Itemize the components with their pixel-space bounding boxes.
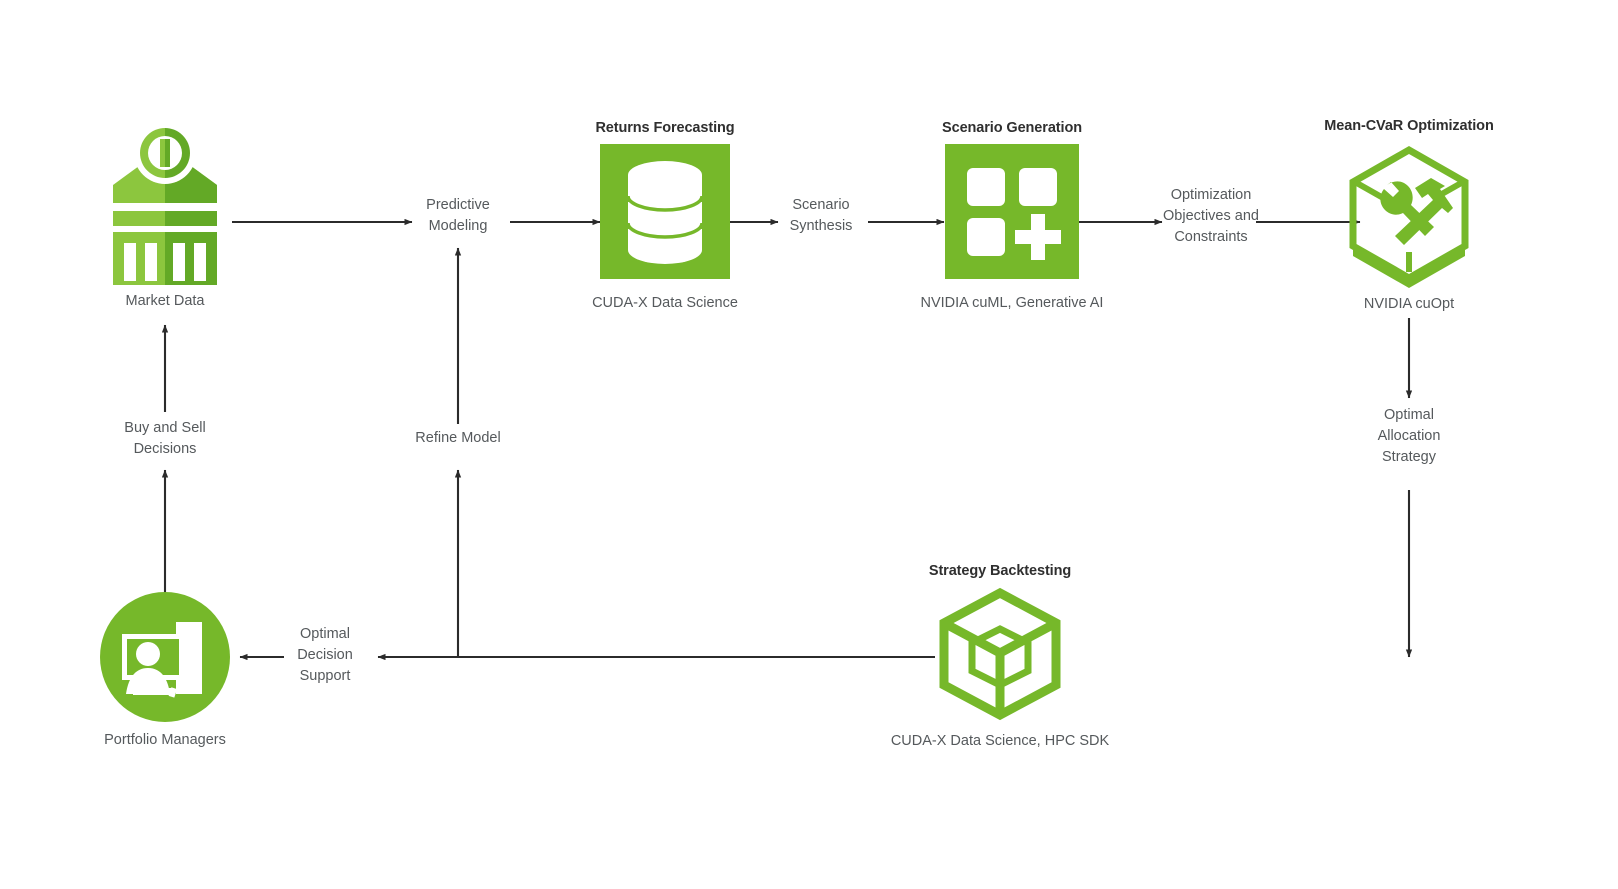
node-scenario-generation[interactable]: Scenario Generation NVIDIA cuML, Generat… bbox=[921, 120, 1104, 311]
person-at-monitor-icon bbox=[100, 592, 230, 722]
node-portfolio-managers[interactable]: Portfolio Managers bbox=[100, 592, 230, 762]
edge-label-line: Predictive bbox=[426, 197, 490, 213]
edge-label-line: Optimal bbox=[1384, 407, 1434, 423]
node-portfolio-managers-caption: Portfolio Managers bbox=[104, 732, 226, 748]
edge-label-optimization-objectives: Optimization Objectives and Constraints bbox=[1131, 185, 1291, 248]
node-returns-forecasting[interactable]: Returns Forecasting CUDA-X D bbox=[592, 120, 738, 311]
edge-label-optimal-decision-support: Optimal Decision Support bbox=[265, 624, 385, 687]
edge-label-line: Strategy bbox=[1382, 449, 1436, 465]
node-mean-cvar-optimization-title: Mean-CVaR Optimization bbox=[1324, 118, 1494, 134]
edge-label-line: Buy and Sell bbox=[124, 420, 206, 436]
database-cylinder-icon bbox=[600, 144, 730, 279]
node-returns-forecasting-title: Returns Forecasting bbox=[595, 120, 735, 136]
edge-label-line: Scenario bbox=[792, 197, 850, 213]
edge-label-predictive-modeling: Predictive Modeling bbox=[396, 195, 520, 237]
edge-label-optimal-allocation-strategy: Optimal Allocation Strategy bbox=[1339, 405, 1479, 468]
edge-label-line: Synthesis bbox=[789, 218, 853, 234]
edge-label-line: Allocation bbox=[1377, 428, 1441, 444]
node-strategy-backtesting[interactable]: Strategy Backtesting CUDA-X Data Science… bbox=[891, 563, 1109, 753]
nested-cube-icon bbox=[938, 587, 1062, 721]
node-market-data[interactable]: Market Data bbox=[105, 122, 225, 309]
edge-label-line: Decision bbox=[297, 647, 353, 663]
node-mean-cvar-optimization-caption: NVIDIA cuOpt bbox=[1363, 296, 1455, 312]
edge-label-scenario-synthesis: Scenario Synthesis bbox=[762, 195, 880, 237]
node-scenario-generation-caption: NVIDIA cuML, Generative AI bbox=[920, 295, 1104, 311]
edge-label-line: Refine Model bbox=[415, 430, 501, 446]
edge-label-refine-model: Refine Model bbox=[378, 428, 538, 449]
hex-cube-tools-icon bbox=[1345, 144, 1473, 288]
node-market-data-caption: Market Data bbox=[125, 293, 205, 309]
edge-label-line: Modeling bbox=[428, 218, 488, 234]
node-strategy-backtesting-caption: CUDA-X Data Science, HPC SDK bbox=[890, 733, 1110, 749]
edge-label-line: Support bbox=[299, 668, 351, 684]
grid-plus-icon bbox=[945, 144, 1079, 279]
node-strategy-backtesting-title: Strategy Backtesting bbox=[928, 563, 1072, 579]
node-returns-forecasting-caption: CUDA-X Data Science bbox=[592, 295, 738, 311]
edge-label-line: Decisions bbox=[133, 441, 197, 457]
bank-building-icon bbox=[105, 122, 225, 285]
node-scenario-generation-title: Scenario Generation bbox=[942, 120, 1082, 136]
edge-label-line: Optimal bbox=[300, 626, 350, 642]
node-mean-cvar-optimization[interactable]: Mean-CVaR Optimization bbox=[1324, 118, 1494, 312]
edge-label-line: Objectives and bbox=[1163, 208, 1259, 224]
edge-label-line: Optimization bbox=[1170, 187, 1252, 203]
edge-label-buy-and-sell-decisions: Buy and Sell Decisions bbox=[95, 418, 235, 460]
edge-label-line: Constraints bbox=[1174, 229, 1248, 245]
